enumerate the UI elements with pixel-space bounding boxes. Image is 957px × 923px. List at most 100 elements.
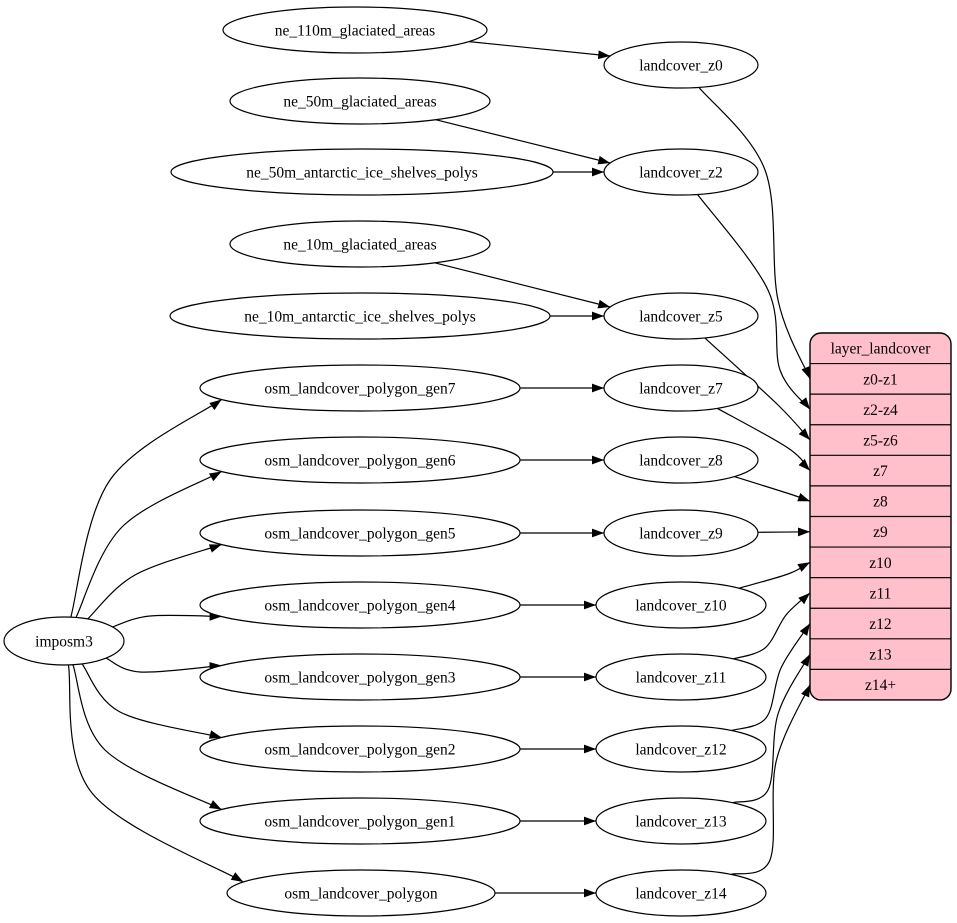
node-shape-landcover_z0 <box>603 41 759 89</box>
node-layer_landcover: layer_landcoverz0-z1z2-z4z5-z6z7z8z9z10z… <box>809 332 952 701</box>
node-landcover_z5: landcover_z5 <box>603 292 759 340</box>
node-landcover_z14: landcover_z14 <box>595 869 767 917</box>
node-shape-ne_110m_glaciated_areas <box>222 6 488 54</box>
edge-landcover_z14-to-layer_landcover-z14+ <box>730 684 811 875</box>
node-label-landcover_z14: landcover_z14 <box>635 885 726 902</box>
node-shape-osm_landcover_polygon_gen2 <box>199 725 521 773</box>
edge-ne_50m_glaciated_areas-to-landcover_z2 <box>435 119 611 165</box>
record-row-z13: z13 <box>869 647 892 664</box>
node-osm_landcover_polygon_gen7: osm_landcover_polygon_gen7 <box>199 364 521 412</box>
edge-landcover_z8-to-layer_landcover-z8 <box>734 476 811 502</box>
record-row-z10: z10 <box>869 555 892 572</box>
record-row-z11: z11 <box>870 585 892 602</box>
node-label-ne_10m_antarctic_ice_shelves_polys: ne_10m_antarctic_ice_shelves_polys <box>244 308 476 325</box>
node-label-landcover_z9: landcover_z9 <box>639 525 723 542</box>
edge-imposm3-to-osm_landcover_polygon_gen1 <box>72 664 222 811</box>
node-label-landcover_z8: landcover_z8 <box>639 452 723 469</box>
node-osm_landcover_polygon_gen5: osm_landcover_polygon_gen5 <box>199 509 521 557</box>
node-shape-osm_landcover_polygon <box>226 869 496 917</box>
node-landcover_z9: landcover_z9 <box>603 509 759 557</box>
node-shape-landcover_z9 <box>603 509 759 557</box>
node-landcover_z2: landcover_z2 <box>603 148 759 196</box>
record-row-z8: z8 <box>873 494 888 511</box>
node-shape-landcover_z13 <box>595 797 767 845</box>
node-label-imposm3: imposm3 <box>35 633 93 650</box>
record-row-z14+: z14+ <box>865 677 896 694</box>
edge-ne_10m_glaciated_areas-to-landcover_z5 <box>434 262 611 309</box>
node-landcover_z7: landcover_z7 <box>603 364 759 412</box>
node-ne_50m_glaciated_areas: ne_50m_glaciated_areas <box>229 77 491 125</box>
node-osm_landcover_polygon_gen1: osm_landcover_polygon_gen1 <box>199 797 521 845</box>
node-label-ne_50m_glaciated_areas: ne_50m_glaciated_areas <box>283 93 436 110</box>
node-label-osm_landcover_polygon_gen3: osm_landcover_polygon_gen3 <box>264 669 455 686</box>
node-landcover_z0: landcover_z0 <box>603 41 759 89</box>
node-osm_landcover_polygon: osm_landcover_polygon <box>226 869 496 917</box>
edge-landcover_z12-to-layer_landcover-z12 <box>731 623 811 732</box>
node-label-landcover_z13: landcover_z13 <box>635 813 726 830</box>
node-shape-landcover_z7 <box>603 364 759 412</box>
node-landcover_z13: landcover_z13 <box>595 797 767 845</box>
node-ne_10m_antarctic_ice_shelves_polys: ne_10m_antarctic_ice_shelves_polys <box>169 292 551 340</box>
node-ne_50m_antarctic_ice_shelves_polys: ne_50m_antarctic_ice_shelves_polys <box>170 148 554 196</box>
node-shape-ne_10m_glaciated_areas <box>229 220 491 268</box>
node-landcover_z8: landcover_z8 <box>603 436 759 484</box>
node-shape-osm_landcover_polygon_gen4 <box>199 581 521 629</box>
node-label-landcover_z11: landcover_z11 <box>636 669 727 686</box>
node-shape-ne_50m_antarctic_ice_shelves_polys <box>170 148 554 196</box>
edge-imposm3-to-osm_landcover_polygon_gen7 <box>70 399 222 618</box>
edges-layer <box>67 41 811 898</box>
edge-imposm3-to-osm_landcover_polygon_gen5 <box>87 543 222 620</box>
edge-landcover_z5-to-layer_landcover-z5-z6 <box>704 337 811 441</box>
node-shape-landcover_z2 <box>603 148 759 196</box>
edge-imposm3-to-osm_landcover_polygon_gen3 <box>105 657 222 673</box>
node-label-osm_landcover_polygon_gen4: osm_landcover_polygon_gen4 <box>264 597 455 614</box>
node-shape-landcover_z11 <box>595 653 767 701</box>
node-label-osm_landcover_polygon: osm_landcover_polygon <box>284 885 438 902</box>
node-shape-osm_landcover_polygon_gen6 <box>199 436 521 484</box>
edge-imposm3-to-osm_landcover_polygon_gen6 <box>75 470 222 618</box>
record-row-z9: z9 <box>873 524 888 541</box>
node-label-landcover_z5: landcover_z5 <box>639 308 723 325</box>
nodes-layer: imposm3 ne_110m_glaciated_areas ne_50m_gla… <box>3 6 767 917</box>
node-shape-osm_landcover_polygon_gen1 <box>199 797 521 845</box>
node-shape-ne_10m_antarctic_ice_shelves_polys <box>169 292 551 340</box>
edge-imposm3-to-osm_landcover_polygon_gen4 <box>112 611 222 628</box>
node-shape-landcover_z12 <box>595 725 767 773</box>
edge-landcover_z13-to-layer_landcover-z13 <box>732 653 811 804</box>
node-osm_landcover_polygon_gen6: osm_landcover_polygon_gen6 <box>199 436 521 484</box>
edge-landcover_z9-to-layer_landcover-z9 <box>757 527 811 537</box>
edge-imposm3-to-osm_landcover_polygon_gen2 <box>81 663 222 739</box>
node-label-landcover_z12: landcover_z12 <box>635 741 726 758</box>
node-label-osm_landcover_polygon_gen2: osm_landcover_polygon_gen2 <box>264 741 455 758</box>
node-landcover_z12: landcover_z12 <box>595 725 767 773</box>
node-shape-landcover_z5 <box>603 292 759 340</box>
node-shape-imposm3 <box>3 616 125 666</box>
edge-landcover_z10-to-layer_landcover-z10 <box>738 561 811 589</box>
node-ne_10m_glaciated_areas: ne_10m_glaciated_areas <box>229 220 491 268</box>
edge-landcover_z0-to-layer_landcover-z0-z1 <box>698 87 811 380</box>
node-ne_110m_glaciated_areas: ne_110m_glaciated_areas <box>222 6 488 54</box>
node-shape-ne_50m_glaciated_areas <box>229 77 491 125</box>
node-osm_landcover_polygon_gen4: osm_landcover_polygon_gen4 <box>199 581 521 629</box>
node-landcover_z11: landcover_z11 <box>595 653 767 701</box>
node-label-ne_50m_antarctic_ice_shelves_polys: ne_50m_antarctic_ice_shelves_polys <box>246 164 478 181</box>
node-shape-osm_landcover_polygon_gen3 <box>199 653 521 701</box>
node-landcover_z10: landcover_z10 <box>595 581 767 629</box>
node-label-landcover_z10: landcover_z10 <box>635 597 726 614</box>
record-row-z12: z12 <box>869 616 891 633</box>
edge-landcover_z11-to-layer_landcover-z11 <box>733 592 811 660</box>
node-label-ne_10m_glaciated_areas: ne_10m_glaciated_areas <box>283 236 436 253</box>
node-label-osm_landcover_polygon_gen1: osm_landcover_polygon_gen1 <box>264 813 455 830</box>
record-row-z7: z7 <box>873 463 888 480</box>
edge-ne_110m_glaciated_areas-to-landcover_z0 <box>468 41 611 60</box>
node-label-landcover_z7: landcover_z7 <box>639 380 723 397</box>
edge-imposm3-to-osm_landcover_polygon <box>67 664 244 883</box>
node-label-osm_landcover_polygon_gen5: osm_landcover_polygon_gen5 <box>264 525 455 542</box>
node-shape-landcover_z14 <box>595 869 767 917</box>
edge-landcover_z2-to-layer_landcover-z2-z4 <box>697 194 811 410</box>
node-osm_landcover_polygon_gen2: osm_landcover_polygon_gen2 <box>199 725 521 773</box>
node-label-landcover_z0: landcover_z0 <box>639 57 723 74</box>
node-shape-osm_landcover_polygon_gen5 <box>199 509 521 557</box>
